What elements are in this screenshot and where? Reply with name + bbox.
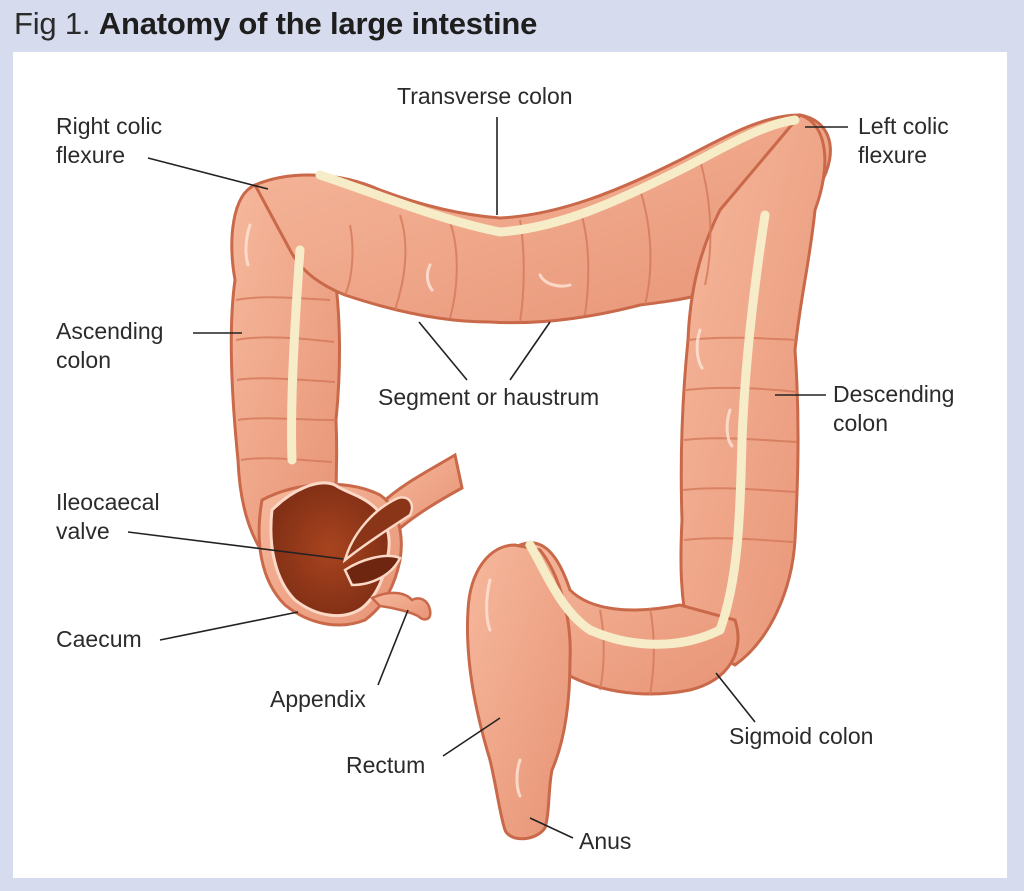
label-caecum: Caecum [56,626,142,652]
label-segment-or-haustrum: Segment or haustrum [378,384,600,410]
label-anus: Anus [579,828,632,854]
colon-body [229,113,832,841]
label-left-colic-flexure: Left colic flexure [858,113,949,168]
figure-heading: Anatomy of the large intestine [98,6,538,41]
figure-number: Fig 1. [14,6,91,41]
appendix-shape [369,591,432,621]
label-rectum: Rectum [346,752,426,778]
label-appendix: Appendix [270,686,366,712]
label-transverse-colon: Transverse colon [397,83,573,109]
figure-title: Fig 1. Anatomy of the large intestine [14,4,537,44]
leader-lines [127,117,848,839]
label-sigmoid-colon: Sigmoid colon [729,723,874,749]
label-ileocaecal-valve: Ileocaecal valve [56,489,160,544]
label-right-colic-flexure: Right colic flexure [56,113,163,168]
label-descending-colon: Descending colon [833,381,955,436]
caecum-cutaway [257,481,414,627]
label-ascending-colon: Ascending colon [56,318,164,373]
